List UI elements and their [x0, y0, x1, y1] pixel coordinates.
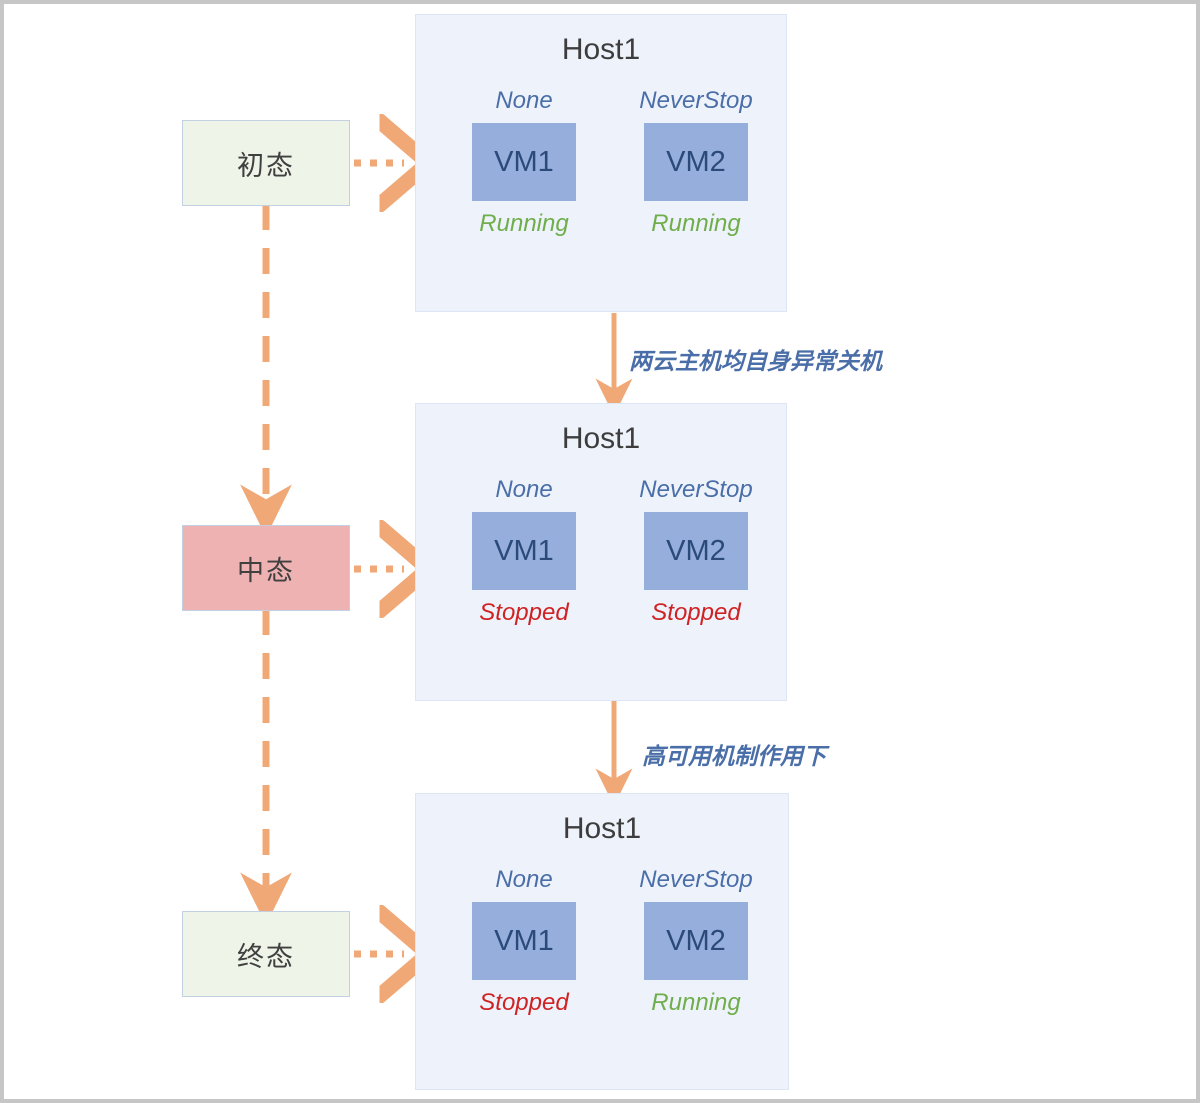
vm-card-stage-1-vm1[interactable]: None VM1 Running: [434, 87, 614, 238]
vm-status-label: Running: [479, 210, 569, 237]
host-title-stage-3: Host1: [562, 812, 642, 845]
state-label-final: 终态: [237, 941, 295, 972]
vm-status-label: Running: [651, 210, 741, 237]
state-to-host-connectors: [354, 163, 404, 954]
transition-label-1: 两云主机均自身异常关机: [629, 348, 882, 374]
vm-card-stage-2-vm2[interactable]: NeverStop VM2 Stopped: [606, 476, 786, 627]
vm-block[interactable]: VM1: [472, 123, 576, 201]
vm-block[interactable]: VM2: [644, 512, 748, 590]
vm-block[interactable]: VM1: [472, 902, 576, 980]
vm-card-stage-2-vm1[interactable]: None VM1 Stopped: [434, 476, 614, 627]
vm-policy-label: NeverStop: [639, 87, 753, 114]
vm-policy-label: NeverStop: [639, 866, 753, 893]
host-box-stage-1[interactable]: Host1 None VM1 Running NeverStop VM2 Run…: [415, 14, 787, 312]
vm-card-stage-3-vm1[interactable]: None VM1 Stopped: [434, 866, 614, 1017]
vm-card-stage-1-vm2[interactable]: NeverStop VM2 Running: [606, 87, 786, 238]
state-label-initial: 初态: [237, 150, 295, 181]
vm-block[interactable]: VM2: [644, 902, 748, 980]
vm-status-label: Stopped: [651, 599, 741, 626]
vm-policy-label: None: [495, 476, 553, 503]
vm-policy-label: NeverStop: [639, 476, 753, 503]
state-box-initial[interactable]: 初态: [182, 120, 350, 206]
host-box-stage-2[interactable]: Host1 None VM1 Stopped NeverStop VM2 Sto…: [415, 403, 787, 701]
vm-policy-label: None: [495, 87, 553, 114]
vm-status-label: Stopped: [479, 989, 569, 1016]
vm-status-label: Running: [651, 989, 741, 1016]
transition-label-2: 高可用机制作用下: [642, 743, 826, 769]
vm-card-stage-3-vm2[interactable]: NeverStop VM2 Running: [606, 866, 786, 1017]
host-title-stage-2: Host1: [561, 422, 641, 455]
vm-policy-label: None: [495, 866, 553, 893]
vm-status-label: Stopped: [479, 599, 569, 626]
state-box-final[interactable]: 终态: [182, 911, 350, 997]
vm-block[interactable]: VM1: [472, 512, 576, 590]
state-label-middle: 中态: [237, 555, 295, 586]
host-title-stage-1: Host1: [561, 33, 641, 66]
state-box-middle[interactable]: 中态: [182, 525, 350, 611]
host-box-stage-3[interactable]: Host1 None VM1 Stopped NeverStop VM2 Run…: [415, 793, 789, 1090]
vm-block[interactable]: VM2: [644, 123, 748, 201]
